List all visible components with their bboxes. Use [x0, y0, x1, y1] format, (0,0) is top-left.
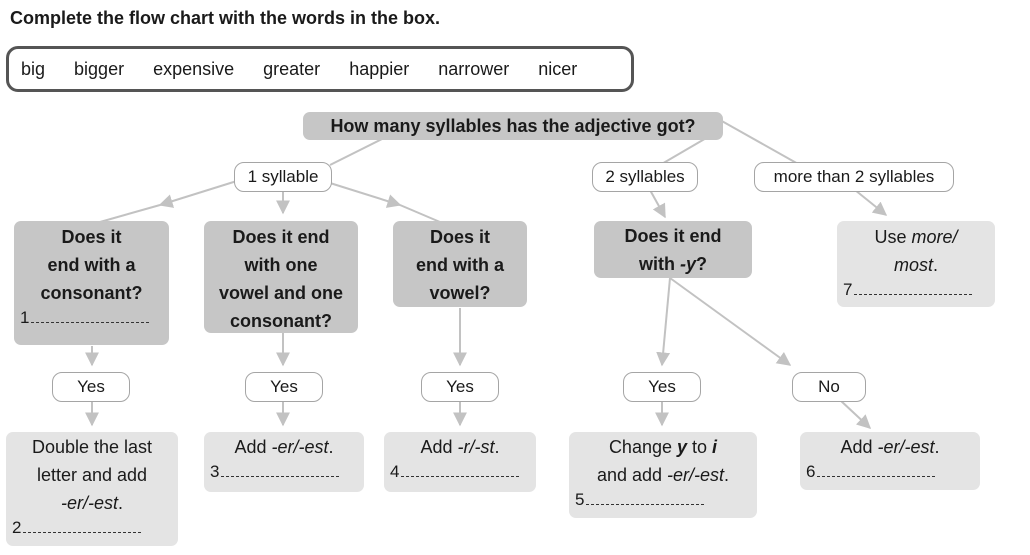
rule-add-er-est: Add -er/-est. 3	[204, 432, 364, 492]
word-narrower: narrower	[438, 58, 510, 79]
word-bigger: bigger	[74, 58, 125, 79]
word-box: big bigger expensive greater happier nar…	[6, 46, 634, 92]
question-syllables: How many syllables has the adjective got…	[303, 112, 723, 140]
question-line: end with a	[47, 255, 136, 275]
question-line: Does it	[429, 227, 490, 247]
blank-number: 6	[806, 462, 816, 481]
answer-blank-3[interactable]: 3	[204, 461, 364, 483]
word-greater: greater	[263, 58, 321, 79]
question-line: end with a	[415, 255, 504, 275]
question-line: consonant?	[230, 311, 332, 331]
rule-line: Add -er/-est.	[234, 437, 334, 457]
answer-yes: Yes	[623, 372, 701, 402]
answer-blank-6[interactable]: 6	[800, 461, 980, 483]
rule-line: Double the last	[31, 437, 153, 457]
question-line: with -y?	[638, 254, 707, 274]
blank-number: 5	[575, 490, 585, 509]
question-line: consonant?	[40, 283, 143, 303]
question-line: vowel?	[429, 283, 491, 303]
answer-yes: Yes	[421, 372, 499, 402]
answer-blank-4[interactable]: 4	[384, 461, 536, 483]
question-ends-consonant: Does it end with a consonant? 1	[14, 221, 169, 345]
rule-change-y-to-i: Change y to i and add -er/-est. 5	[569, 432, 757, 518]
question-line: with one	[244, 255, 318, 275]
question-line: Does it	[61, 227, 122, 247]
rule-use-more-most: Use more/ most. 7	[837, 221, 995, 307]
answer-yes: Yes	[52, 372, 130, 402]
question-ends-y: Does it end with -y?	[594, 221, 752, 278]
rule-line: Change y to i	[608, 437, 718, 457]
word-expensive: expensive	[153, 58, 235, 79]
answer-blank-5[interactable]: 5	[569, 489, 757, 511]
rule-line: Add -er/-est.	[840, 437, 940, 457]
question-line: Does it end	[624, 226, 722, 246]
rule-add-er-est-no: Add -er/-est. 6	[800, 432, 980, 490]
word-happier: happier	[349, 58, 410, 79]
rule-line: Add -r/-st.	[420, 437, 500, 457]
question-line: Does it end	[232, 227, 330, 247]
blank-number: 3	[210, 462, 220, 481]
branch-one-syllable: 1 syllable	[234, 162, 332, 192]
question-ends-vowel: Does it end with a vowel?	[393, 221, 527, 307]
instruction: Complete the flow chart with the words i…	[10, 8, 441, 28]
word-nicer: nicer	[538, 58, 578, 79]
rule-line: -er/-est.	[60, 493, 124, 513]
blank-number: 7	[843, 280, 853, 299]
answer-blank-1[interactable]: 1	[14, 307, 169, 329]
question-line: vowel and one	[218, 283, 344, 303]
rule-line: letter and add	[36, 465, 148, 485]
blank-number: 4	[390, 462, 400, 481]
rule-double-last-letter: Double the last letter and add -er/-est.…	[6, 432, 178, 546]
blank-number: 1	[20, 308, 30, 327]
rule-line: and add -er/-est.	[596, 465, 730, 485]
blank-number: 2	[12, 518, 22, 537]
branch-more-syllables: more than 2 syllables	[754, 162, 954, 192]
answer-yes: Yes	[245, 372, 323, 402]
answer-blank-7[interactable]: 7	[837, 279, 995, 301]
branch-two-syllables: 2 syllables	[592, 162, 698, 192]
rule-line: Use more/	[874, 227, 958, 247]
rule-line: most.	[893, 255, 939, 275]
answer-no: No	[792, 372, 866, 402]
answer-blank-2[interactable]: 2	[6, 517, 178, 539]
word-big: big	[21, 58, 46, 79]
question-ends-vowel-consonant: Does it end with one vowel and one conso…	[204, 221, 358, 333]
rule-add-r-st: Add -r/-st. 4	[384, 432, 536, 492]
